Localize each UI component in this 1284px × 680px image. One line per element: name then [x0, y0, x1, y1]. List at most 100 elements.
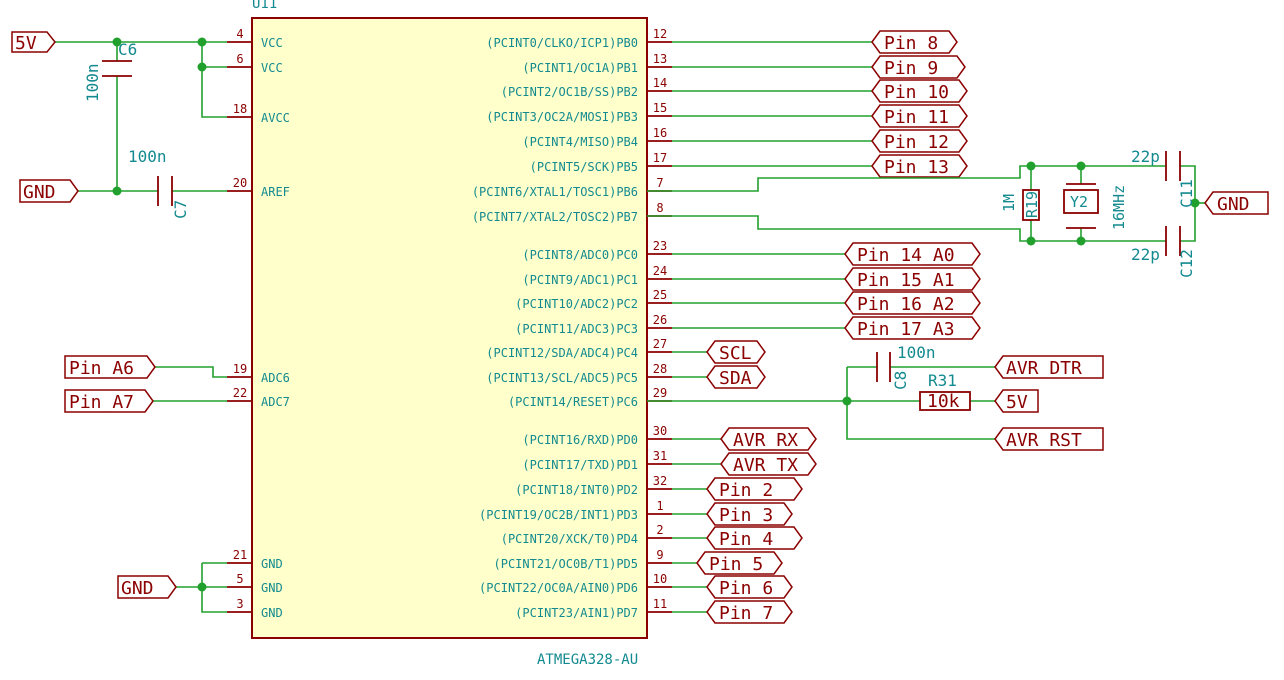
net-label-text: Pin_4: [719, 529, 773, 550]
net-label-5v-reset: 5V: [994, 389, 1039, 413]
junction-dot: [112, 186, 122, 196]
crystal-y2: Y2 16MHz: [1063, 183, 1128, 230]
net-label-text: Pin_17_A3: [857, 319, 955, 340]
c11-ref: C11: [1177, 179, 1196, 208]
net-label-text: Pin_16_A2: [857, 294, 955, 315]
net-label-pin-15-a1: Pin_15_A1: [844, 267, 981, 291]
net-label-pin-14-a0: Pin_14_A0: [844, 242, 981, 266]
pin-name: (PCINT19/OC2B/INT1)PD3: [479, 508, 638, 522]
ic-part-number: ATMEGA328-AU: [537, 652, 638, 668]
pin-number: 27: [653, 337, 667, 351]
pin-number: 9: [656, 548, 663, 562]
net-label-text: SCL: [719, 343, 752, 364]
net-label-scl: SCL: [706, 340, 766, 364]
junction-dot: [1026, 161, 1036, 171]
pin-name: (PCINT1/OC1A)PB1: [522, 61, 638, 75]
pin-number: 3: [236, 597, 243, 611]
ic-left-pins: 4VCC6VCC18AVCC20AREF19ADC622ADC721GND5GN…: [227, 27, 290, 620]
pin-name: VCC: [261, 61, 283, 75]
net-label-avr-rx: AVR_RX: [720, 427, 817, 451]
c7-value: 100n: [128, 147, 167, 166]
net-label-text: Pin_7: [719, 603, 773, 624]
net-label-pin-13: Pin_13: [871, 154, 968, 178]
y2-ref: Y2: [1070, 193, 1088, 211]
net-label-pin-a7-text: Pin_A7: [69, 392, 134, 413]
pin-name: (PCINT9/ADC1)PC1: [522, 273, 638, 287]
pin-number: 23: [653, 239, 667, 253]
pin-name: (PCINT23/AIN1)PD7: [515, 606, 638, 620]
pin-name: (PCINT5/SCK)PB5: [530, 160, 638, 174]
y2-value: 16MHz: [1110, 185, 1128, 230]
pin-name: (PCINT0/CLKO/ICP1)PB0: [486, 36, 638, 50]
pin-number: 10: [653, 572, 667, 586]
pin-name: GND: [261, 606, 283, 620]
net-label-avr-tx: AVR_TX: [720, 452, 817, 476]
pin-number: 16: [653, 126, 667, 140]
c12-value: 22p: [1131, 245, 1160, 264]
pin-number: 11: [653, 597, 667, 611]
c11-value: 22p: [1131, 147, 1160, 166]
pin-number: 30: [653, 424, 667, 438]
pin-name: (PCINT13/SCL/ADC5)PC5: [486, 371, 638, 385]
pin-number: 15: [653, 101, 667, 115]
pin-number: 6: [236, 52, 243, 66]
net-label-pin-a6-text: Pin_A6: [69, 358, 134, 379]
pin-name: (PCINT11/ADC3)PC3: [515, 322, 638, 336]
pin-number: 32: [653, 474, 667, 488]
net-label-5v: 5V: [11, 31, 56, 54]
net-label-gnd-bottom-text: GND: [121, 578, 154, 599]
net-label-text: Pin_12: [884, 132, 949, 153]
pin-number: 4: [236, 27, 243, 41]
net-label-text: Pin_2: [719, 480, 773, 501]
net-label-gnd-right-text: GND: [1217, 194, 1250, 215]
pin-name: (PCINT6/XTAL1/TOSC1)PB6: [472, 185, 638, 199]
r19-ref: R19: [1023, 191, 1041, 218]
pin-number: 31: [653, 449, 667, 463]
pin-name: (PCINT16/RXD)PD0: [522, 433, 638, 447]
reset-section: 100n C8 R31 10k AVR_DTR 5V AVR_RST: [647, 343, 1104, 451]
ic-reference: U11: [252, 0, 277, 12]
net-label-text: Pin_11: [884, 107, 949, 128]
pin-number: 19: [233, 362, 247, 376]
pin-name: ADC6: [261, 371, 290, 385]
net-label-text: Pin_14_A0: [857, 245, 955, 266]
capacitor-c8: 100n C8: [876, 343, 936, 390]
net-label-text: Pin_15_A1: [857, 270, 955, 291]
pin-name: (PCINT18/INT0)PD2: [515, 483, 638, 497]
junction-dot: [1076, 161, 1086, 171]
pin-name: (PCINT20/XCK/T0)PD4: [501, 532, 638, 546]
net-label-text: Pin_10: [884, 82, 949, 103]
net-label-text: AVR_TX: [733, 455, 798, 476]
pin-name: (PCINT21/OC0B/T1)PD5: [494, 557, 639, 571]
capacitor-c7: 100n C7: [128, 147, 190, 219]
pin-name: (PCINT22/OC0A/AIN0)PD6: [479, 581, 638, 595]
r31-value: 10k: [927, 391, 960, 412]
ic-right-pins: 12(PCINT0/CLKO/ICP1)PB013(PCINT1/OC1A)PB…: [472, 27, 672, 620]
pin-number: 5: [236, 572, 243, 586]
c8-ref: C8: [891, 371, 910, 390]
net-label-pin-17-a3: Pin_17_A3: [844, 316, 981, 340]
pin-name: (PCINT7/XTAL2/TOSC2)PB7: [472, 210, 638, 224]
net-label-pin-4: Pin_4: [706, 526, 803, 550]
net-label-text: Pin_3: [719, 505, 773, 526]
net-label-pin-6: Pin_6: [706, 575, 793, 599]
c6-ref: C6: [118, 40, 137, 59]
pin-name: (PCINT3/OC2A/MOSI)PB3: [486, 110, 638, 124]
r19-value: 1M: [1000, 194, 1018, 212]
net-label-avr-rst: AVR_RST: [994, 427, 1104, 451]
pin-name: (PCINT14/RESET)PC6: [508, 395, 638, 409]
net-label-pin-10: Pin_10: [871, 79, 968, 103]
pin-number: 17: [653, 151, 667, 165]
pin-name: GND: [261, 557, 283, 571]
net-label-sda: SDA: [706, 365, 766, 389]
c7-ref: C7: [171, 200, 190, 219]
pin-number: 28: [653, 362, 667, 376]
net-label-avr-dtr: AVR_DTR: [994, 355, 1104, 379]
ic-body: [251, 17, 648, 639]
c12-ref: C12: [1177, 249, 1196, 278]
net-label-text: AVR_RX: [733, 430, 798, 451]
net-label-text: Pin_5: [709, 554, 763, 575]
junction-dot: [1076, 236, 1086, 246]
pin-number: 2: [656, 523, 663, 537]
